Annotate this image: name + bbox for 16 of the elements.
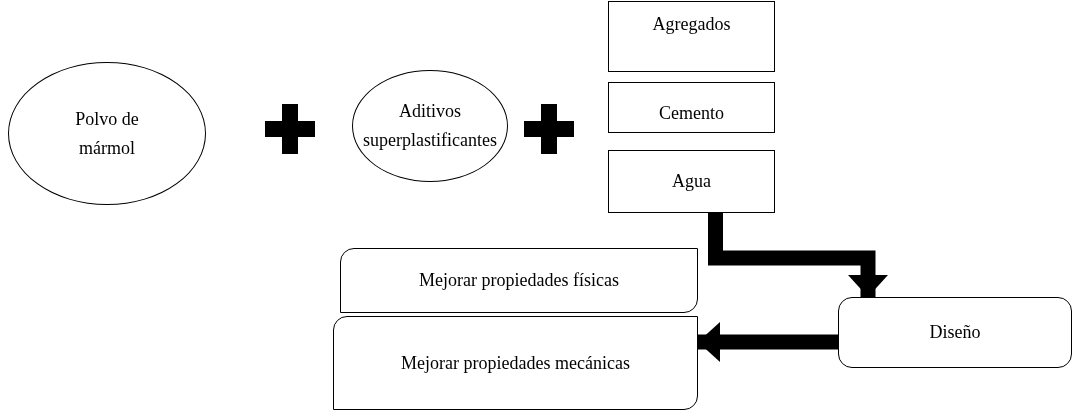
rounded-box — [333, 316, 698, 410]
node-label: Polvo de mármol — [74, 107, 140, 160]
node-label: Aditivos superplastificantes — [362, 100, 498, 152]
process-box — [608, 150, 775, 213]
node-label: Cemento — [659, 102, 724, 126]
rounded-box — [340, 248, 698, 313]
arrow — [698, 322, 838, 362]
arrow — [708, 213, 888, 297]
node-label: Agua — [672, 170, 711, 194]
node-label: Agregados — [652, 13, 731, 36]
process-box — [608, 1, 775, 72]
node-label: Mejorar propiedades físicas — [419, 269, 619, 293]
node-label: Mejorar propiedades mecánicas — [401, 351, 630, 375]
node-label: Diseño — [929, 321, 981, 345]
rounded-box — [838, 297, 1072, 368]
process-box — [608, 82, 775, 133]
